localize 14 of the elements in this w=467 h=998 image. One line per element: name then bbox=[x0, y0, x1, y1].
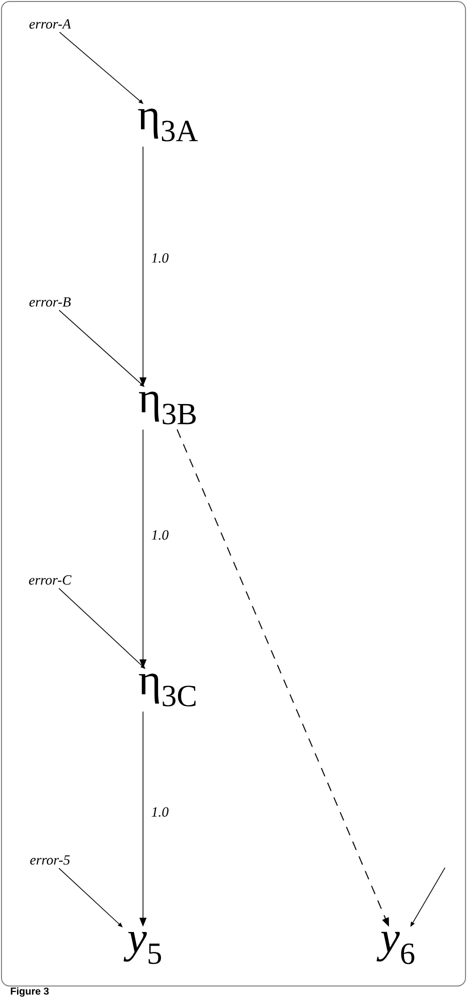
error-term-label: error-5 bbox=[30, 855, 70, 865]
error-term-label: error-B bbox=[29, 297, 71, 307]
error-term-label: error-C bbox=[29, 575, 72, 585]
edge-label: 1.0 bbox=[150, 252, 170, 264]
caption: Figure 3 bbox=[10, 987, 49, 997]
variable-symbol: y$_{6}$ bbox=[376, 932, 414, 964]
variable-symbol: y$_{5}$ bbox=[124, 932, 162, 964]
edge-label: 1.0 bbox=[150, 529, 170, 541]
variable-symbol: η$_{3C}$ bbox=[138, 674, 196, 706]
arrow bbox=[58, 588, 146, 669]
error-term-label: error-A bbox=[29, 19, 72, 29]
variable-symbol: η$_{3A}$ bbox=[138, 108, 198, 142]
variable-symbol: η$_{3B}$ bbox=[138, 392, 196, 424]
edge-label: 1.0 bbox=[150, 806, 170, 818]
